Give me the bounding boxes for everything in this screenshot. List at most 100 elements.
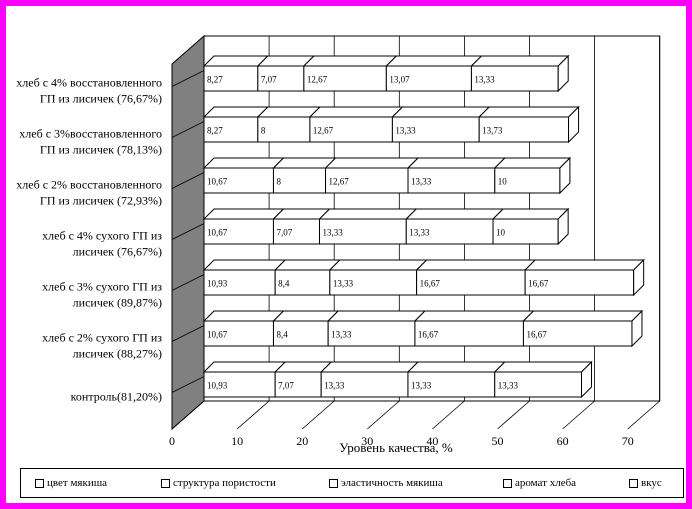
row-connector: [171, 274, 205, 291]
bar-segment-top: [202, 55, 270, 67]
bar-segment-top: [202, 208, 285, 220]
legend-label: аромат хлеба: [515, 477, 577, 489]
x-tick-label: 60: [557, 434, 569, 448]
y-category-label: лисичек (89,87%): [73, 296, 162, 310]
y-category-label: контроль(81,20%): [71, 390, 162, 404]
bar-segment-top: [491, 208, 570, 220]
x-tick-label: 40: [426, 434, 438, 448]
data-label: 7,07: [261, 75, 277, 85]
y-category-label: ГП из лисичек (76,67%): [40, 92, 162, 106]
data-label: 13,33: [409, 228, 430, 238]
bar-segment-top: [415, 259, 537, 271]
data-label: 16,67: [420, 279, 441, 289]
bar-segment-top: [202, 157, 285, 169]
bar-segment-top: [308, 106, 404, 118]
bar-segment-top: [413, 310, 535, 322]
y-category-label: хлеб с 2% сухого ГП из: [42, 331, 162, 345]
data-label: 16,67: [528, 279, 549, 289]
legend-swatch: [35, 478, 44, 488]
data-label: 8,27: [207, 75, 223, 85]
bar-segment-top: [406, 361, 506, 373]
bar-segment-top: [202, 106, 270, 118]
row-connector: [171, 376, 205, 393]
data-label: 16,67: [526, 330, 547, 340]
bar-segment-side: [559, 156, 571, 195]
bar-segment: [492, 218, 559, 245]
bar-segment-top: [493, 157, 572, 169]
data-label: 7,07: [278, 381, 294, 391]
bar-segment-top: [477, 106, 580, 118]
bar-segment-top: [302, 55, 398, 67]
legend-swatch: [161, 478, 170, 488]
bar-segment-top: [272, 157, 337, 169]
bar-segment: [405, 218, 494, 245]
floor-line: [627, 400, 660, 430]
legend-item: вкус: [629, 477, 662, 489]
bar-segment-top: [202, 361, 287, 373]
x-tick-label: 20: [296, 434, 308, 448]
x-tick-label: 70: [622, 434, 634, 448]
legend-label: структура пористости: [173, 477, 276, 489]
y-category-label: ГП из лисичек (78,13%): [40, 143, 162, 157]
floor-line: [497, 400, 530, 430]
data-label: 10,67: [207, 177, 228, 187]
data-label: 8: [276, 177, 281, 187]
data-label: 12,67: [307, 75, 328, 85]
data-label: 16,67: [418, 330, 439, 340]
bar-segment: [478, 116, 570, 143]
bar-segment: [272, 167, 327, 194]
bar-segment-top: [405, 208, 505, 220]
data-label: 13,33: [395, 126, 416, 136]
legend-label: цвет мякиша: [47, 477, 108, 489]
bar-segment-top: [202, 310, 285, 322]
bar-segment: [391, 116, 480, 143]
data-label: 8: [261, 126, 266, 136]
bar-segment: [203, 371, 276, 398]
data-label: 8,27: [207, 126, 223, 136]
bar-segment-top: [406, 157, 507, 169]
legend-label: эластичность мякиша: [341, 477, 443, 489]
row-connector: [171, 172, 205, 189]
data-label: 8,4: [276, 330, 288, 340]
bar-segment-top: [326, 310, 427, 322]
y-category-label: ГП из лисичек (72,93%): [40, 194, 162, 208]
bar-segment: [203, 218, 274, 245]
bar-segment: [257, 116, 311, 143]
bar-segment: [320, 371, 409, 398]
x-tick-label: 0: [169, 434, 175, 448]
chart-legend: цвет мякиша структура пористости эластично…: [20, 468, 684, 498]
bar-segment: [272, 320, 329, 347]
bar-segment-side: [633, 258, 645, 297]
legend-label: вкус: [641, 477, 662, 489]
bar-segment-top: [391, 106, 491, 118]
floor-line: [432, 400, 465, 430]
data-label: 12,67: [329, 177, 350, 187]
data-label: 13,33: [474, 75, 495, 85]
floor-line: [562, 400, 595, 430]
bar-segment-top: [385, 55, 483, 67]
bar-segment-top: [493, 361, 593, 373]
data-label: 13,33: [333, 279, 354, 289]
data-label: 13,33: [411, 177, 432, 187]
bar-segment-top: [256, 106, 322, 118]
data-label: 12,67: [313, 126, 334, 136]
data-label: 10: [496, 228, 506, 238]
bar-segment-top: [318, 208, 418, 220]
bar-segment-side: [631, 309, 643, 348]
legend-item: цвет мякиша: [35, 477, 107, 489]
x-tick-label: 50: [492, 434, 504, 448]
row-connector: [171, 223, 205, 240]
bar-segment-top: [523, 259, 645, 271]
floor-line: [171, 400, 205, 430]
x-tick-label: 30: [361, 434, 373, 448]
floor-line: [236, 400, 270, 430]
bar-segment-top: [272, 310, 340, 322]
side-wall: [171, 34, 205, 431]
data-label: 10,93: [207, 279, 228, 289]
